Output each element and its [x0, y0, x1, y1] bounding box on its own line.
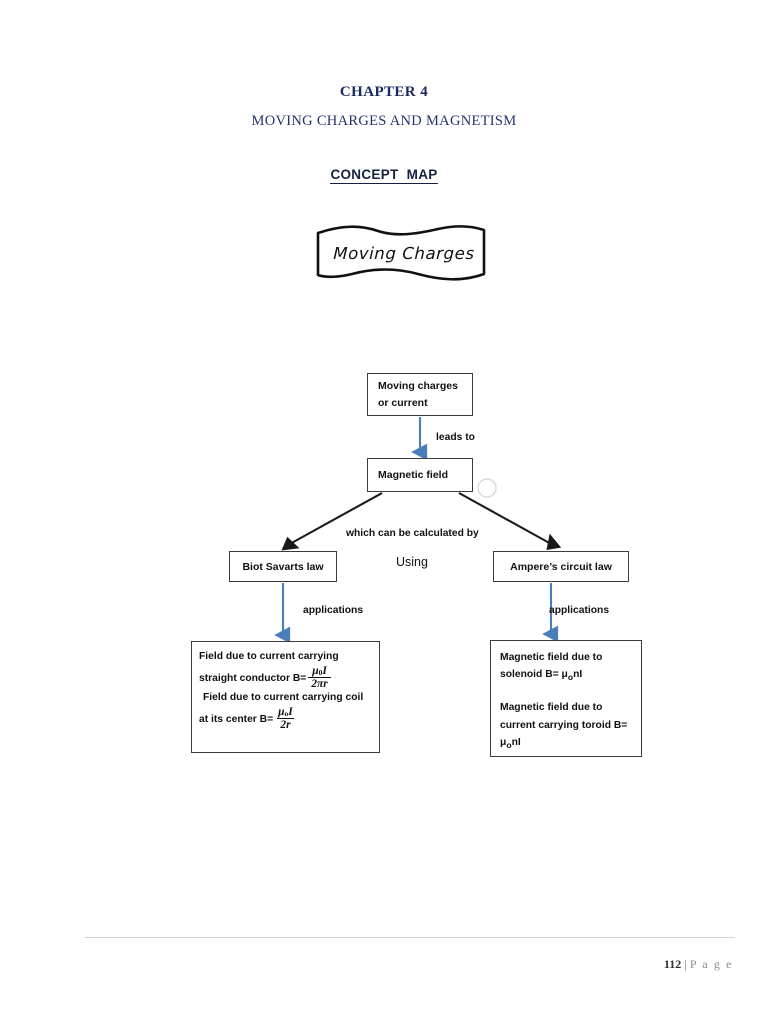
spacer — [500, 686, 641, 698]
footer-divider — [85, 937, 735, 938]
node-line-2: or current — [378, 396, 428, 409]
formula-line-1: Magnetic field due to — [500, 652, 603, 663]
fraction-muoI-over-2r: μoI 2r — [275, 706, 296, 731]
node-magnetic-field[interactable]: Magnetic field — [367, 458, 473, 492]
formula-line-3: Magnetic field due to — [500, 702, 603, 714]
page-footer: 112 | P a g e — [652, 942, 733, 987]
node-label: Biot Savarts law — [242, 560, 324, 573]
footer-separator: | — [684, 957, 687, 971]
section-heading-wrap: CONCEPT MAP — [0, 166, 768, 184]
formula-line-2: straight conductor B= μ0I 2πr — [199, 665, 379, 691]
fraction-numerator: μ0I — [312, 664, 327, 677]
node-label: Ampere’s circuit law — [510, 560, 612, 573]
fraction-numerator: μoI — [278, 705, 293, 718]
node-moving-charges-or-current[interactable]: Moving charges or current — [367, 373, 473, 416]
edge-label-applications-left: applications — [303, 605, 364, 616]
node-line-1: Moving charges — [378, 380, 458, 393]
formula-line-5: μonI — [500, 737, 521, 751]
banner-label: Moving Charges — [332, 243, 476, 263]
formula-line-4: current carrying toroid B= — [500, 719, 628, 731]
node-label: Magnetic field — [378, 469, 449, 481]
banner-shape-icon — [316, 225, 486, 281]
chapter-subtitle: MOVING CHARGES AND MAGNETISM — [251, 113, 517, 129]
node-ampere-applications[interactable]: Magnetic field due to solenoid B= μonI M… — [490, 640, 642, 757]
footer-page-word: P a g e — [689, 957, 733, 971]
fraction-denominator: 2πr — [308, 676, 331, 690]
edge-label-using: Using — [396, 555, 428, 569]
node-biot-savarts-law[interactable]: Biot Savarts law — [229, 551, 337, 582]
formula-line-4: at its center B= μoI 2r — [199, 706, 379, 732]
node-amperes-circuit-law[interactable]: Ampere’s circuit law — [493, 551, 629, 582]
node-biot-savarts-applications[interactable]: Field due to current carrying straight c… — [191, 641, 380, 753]
footer-page-number: 112 — [663, 957, 682, 971]
fraction-mu0I-over-2pir: μ0I 2πr — [308, 665, 331, 690]
moving-charges-banner: Moving Charges — [312, 222, 490, 284]
section-heading: CONCEPT MAP — [330, 167, 438, 184]
fraction-denominator: 2r — [277, 717, 294, 731]
faint-circle-artifact — [477, 478, 497, 498]
edge-label-applications-right: applications — [549, 605, 610, 616]
formula-line-3: Field due to current carrying coil — [203, 692, 364, 704]
formula-prefix: straight conductor B= — [199, 672, 307, 684]
page-title: CHAPTER 4 — [339, 84, 429, 100]
formula-prefix: at its center B= — [199, 713, 274, 725]
formula-line-1: Field due to current carrying — [199, 651, 339, 662]
edge-label-which-can-be-calculated-by: which can be calculated by — [346, 528, 479, 539]
edge-label-leads-to: leads to — [436, 432, 475, 443]
formula-line-2: solenoid B= μonI — [500, 669, 583, 683]
